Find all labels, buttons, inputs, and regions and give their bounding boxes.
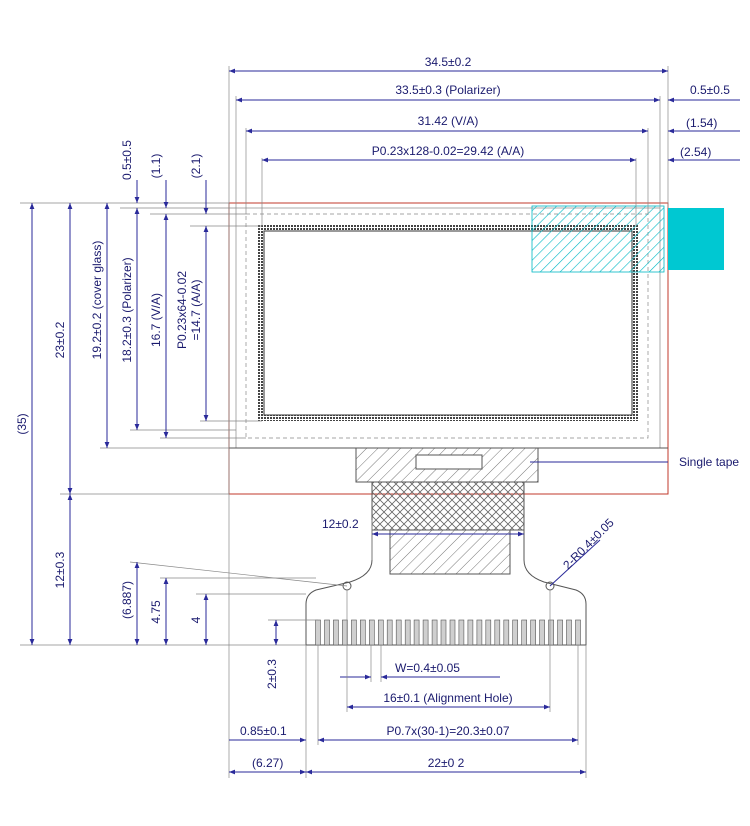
- fpc-lead: [324, 619, 330, 646]
- vertical-dimensions: (35) 23±0.2 19.2±0.2 (cover glass) 18.2±…: [15, 140, 348, 689]
- fpc-leads: [315, 619, 581, 646]
- label-aa-width: P0.23x128-0.02=29.42 (A/A): [372, 144, 524, 158]
- label-alignment-hole: 16±0.1 (Alignment Hole): [383, 691, 512, 705]
- fpc-lead: [404, 619, 411, 646]
- fpc-lead: [494, 619, 501, 646]
- fpc-lead: [575, 619, 581, 646]
- fpc-stiffener: [371, 481, 525, 531]
- fpc-lead: [422, 619, 429, 646]
- fpc-lead: [530, 619, 537, 646]
- fpc-lead: [458, 619, 465, 646]
- fpc-lead: [351, 619, 357, 646]
- cyan-hatched-region: [531, 205, 665, 273]
- label-glass-height: 23±0.2: [53, 321, 67, 358]
- fpc-lead: [467, 619, 474, 646]
- label-tail-height: 4: [189, 616, 203, 623]
- label-right-offset-3: (2.54): [680, 145, 711, 159]
- fpc-lead: [440, 619, 447, 646]
- fpc-lead: [521, 619, 528, 646]
- fpc-lead: [431, 619, 438, 646]
- leader-hole-radius: [549, 539, 601, 587]
- label-polarizer-width: 33.5±0.3 (Polarizer): [395, 83, 500, 97]
- label-lead-length: 2±0.3: [265, 659, 279, 689]
- label-cover-glass: 19.2±0.2 (cover glass): [90, 241, 104, 360]
- label-aa-height-2: =14.7 (A/A): [189, 279, 203, 340]
- module-body: [228, 202, 724, 495]
- label-aa-height-1: P0.23x64-0.02: [175, 271, 189, 349]
- fpc-lead: [413, 619, 420, 646]
- label-top-offset-1: 0.5±0.5: [120, 140, 134, 180]
- fpc-lead: [368, 619, 375, 646]
- label-pitch-total: P0.7x(30-1)=20.3±0.07: [387, 724, 510, 738]
- label-right-offset-1: 0.5±0.5: [690, 83, 730, 97]
- label-right-offset-2: (1.54): [686, 116, 717, 130]
- fpc-lead: [512, 619, 519, 646]
- fpc-lead: [476, 619, 483, 646]
- fpc-lead: [566, 619, 572, 646]
- fpc-lead: [386, 619, 393, 646]
- fpc-lead: [377, 619, 384, 646]
- callouts: Single tape 2-R0.4±0.05: [530, 455, 739, 587]
- fpc: [305, 447, 587, 646]
- label-lead-offset: 0.85±0.1: [240, 724, 287, 738]
- fpc-lead: [333, 619, 339, 646]
- cyan-solid-block: [668, 208, 724, 270]
- label-overall-height: (35): [15, 413, 29, 434]
- fpc-neck-hatch: [389, 529, 511, 575]
- fpc-lead: [503, 619, 510, 646]
- fpc-lead: [315, 619, 321, 646]
- label-fpc-width: 22±0 2: [428, 756, 465, 770]
- label-top-offset-2: (1.1): [149, 154, 163, 179]
- fpc-lead: [548, 619, 554, 646]
- fpc-lead: [557, 619, 563, 646]
- fpc-lead: [395, 619, 402, 646]
- label-polarizer-height: 18.2±0.3 (Polarizer): [120, 257, 134, 362]
- label-shoulder-height: 4.75: [149, 600, 163, 624]
- label-single-tape: Single tape: [679, 455, 739, 469]
- label-fpc-left-offset: (6.27): [252, 756, 283, 770]
- driver-ic: [415, 454, 483, 470]
- label-hole-radius: 2-R0.4±0.05: [560, 515, 617, 572]
- label-top-offset-3: (2.1): [189, 154, 203, 179]
- label-lead-width: W=0.4±0.05: [395, 661, 460, 675]
- label-hole-height: (6.887): [120, 581, 134, 619]
- label-fpc-height: 12±0.3: [53, 551, 67, 588]
- label-va-height: 16.7 (V/A): [149, 293, 163, 347]
- label-overall-width: 34.5±0.2: [425, 55, 472, 69]
- viewing-area-outline: [245, 213, 649, 439]
- fpc-lead: [485, 619, 492, 646]
- label-fpc-neck: 12±0.2: [322, 517, 359, 531]
- fpc-lead: [449, 619, 456, 646]
- label-va-width: 31.42 (V/A): [418, 114, 479, 128]
- fpc-lead: [539, 619, 545, 646]
- fpc-lead: [342, 619, 348, 646]
- horizontal-dimensions: 34.5±0.2 33.5±0.3 (Polarizer) 31.42 (V/A…: [228, 55, 740, 778]
- fpc-lead: [359, 619, 366, 646]
